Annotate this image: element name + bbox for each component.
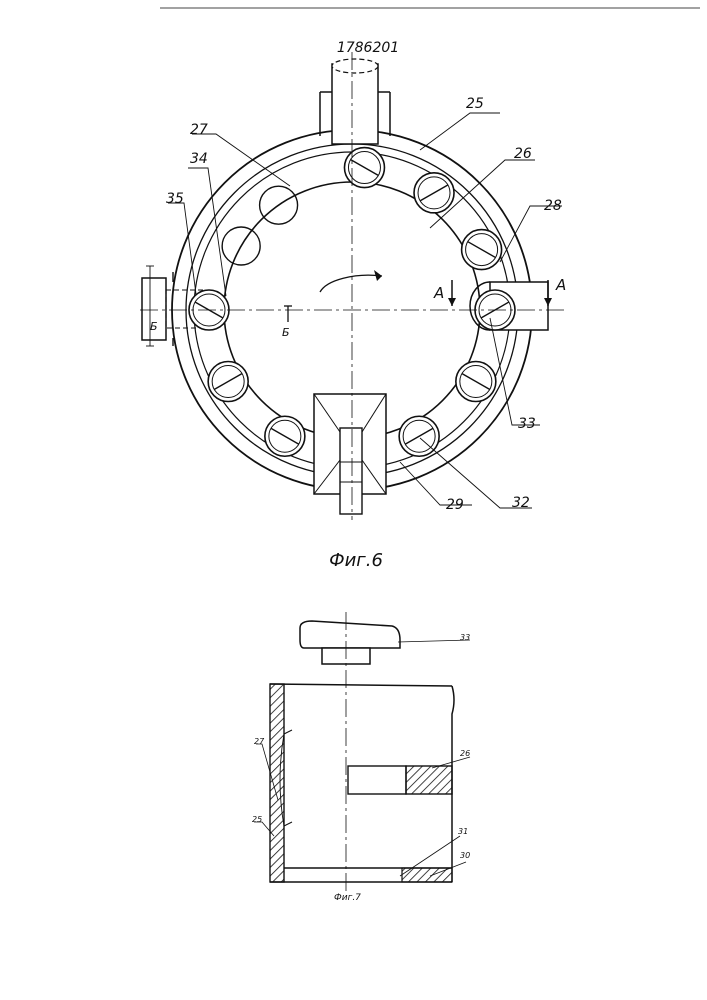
- housing-wall-hatched: [270, 684, 284, 882]
- empty-pockets: [222, 186, 297, 265]
- rotor-rim-hatched: [406, 766, 452, 794]
- figure-6: А А Б Б 25 26 27 28 3: [140, 52, 566, 571]
- figure-7: 33 26 27 25 31 30 Фиг.7: [252, 612, 470, 903]
- label-35: 35: [166, 191, 184, 207]
- cap-part: [300, 621, 400, 648]
- label-34: 34: [190, 151, 208, 167]
- figure-6-caption: Фиг.6: [329, 550, 383, 571]
- rotor-hub-section: [348, 766, 406, 794]
- roller-pocket: [344, 148, 384, 188]
- patent-number: 1786201: [337, 40, 399, 56]
- roller-pocket: [265, 416, 305, 456]
- bottom-chute: [314, 394, 386, 514]
- housing-top-edge: [270, 684, 452, 686]
- roller-pocket: [456, 362, 496, 402]
- fig7-label-25: 25: [252, 815, 262, 824]
- fig7-label-30: 30: [460, 851, 470, 860]
- fig7-label-27: 27: [254, 737, 265, 746]
- label-33: 33: [518, 416, 536, 432]
- label-32: 32: [512, 495, 530, 511]
- label-29: 29: [446, 497, 464, 513]
- label-27: 27: [190, 122, 208, 138]
- wall-notches: [284, 730, 292, 826]
- roller-pocket: [462, 230, 502, 270]
- fig7-label-31: 31: [458, 827, 468, 836]
- figure-7-caption: Фиг.7: [334, 893, 361, 903]
- roller-pocket: [414, 173, 454, 213]
- fig7-label-26: 26: [460, 749, 470, 758]
- section-a-left-label: А: [433, 284, 444, 302]
- roller-pocket: [208, 362, 248, 402]
- section-a-right-label: А: [555, 276, 566, 294]
- rotation-arrow: [320, 275, 382, 292]
- label-28: 28: [544, 198, 562, 214]
- fig7-leader-lines: [254, 640, 470, 876]
- section-b-label: Б: [282, 326, 290, 339]
- label-25: 25: [466, 96, 484, 112]
- section-b-side-label: Б: [150, 320, 158, 333]
- label-26: 26: [514, 146, 532, 162]
- fig7-label-33: 33: [460, 633, 470, 642]
- roller-pocket: [399, 416, 439, 456]
